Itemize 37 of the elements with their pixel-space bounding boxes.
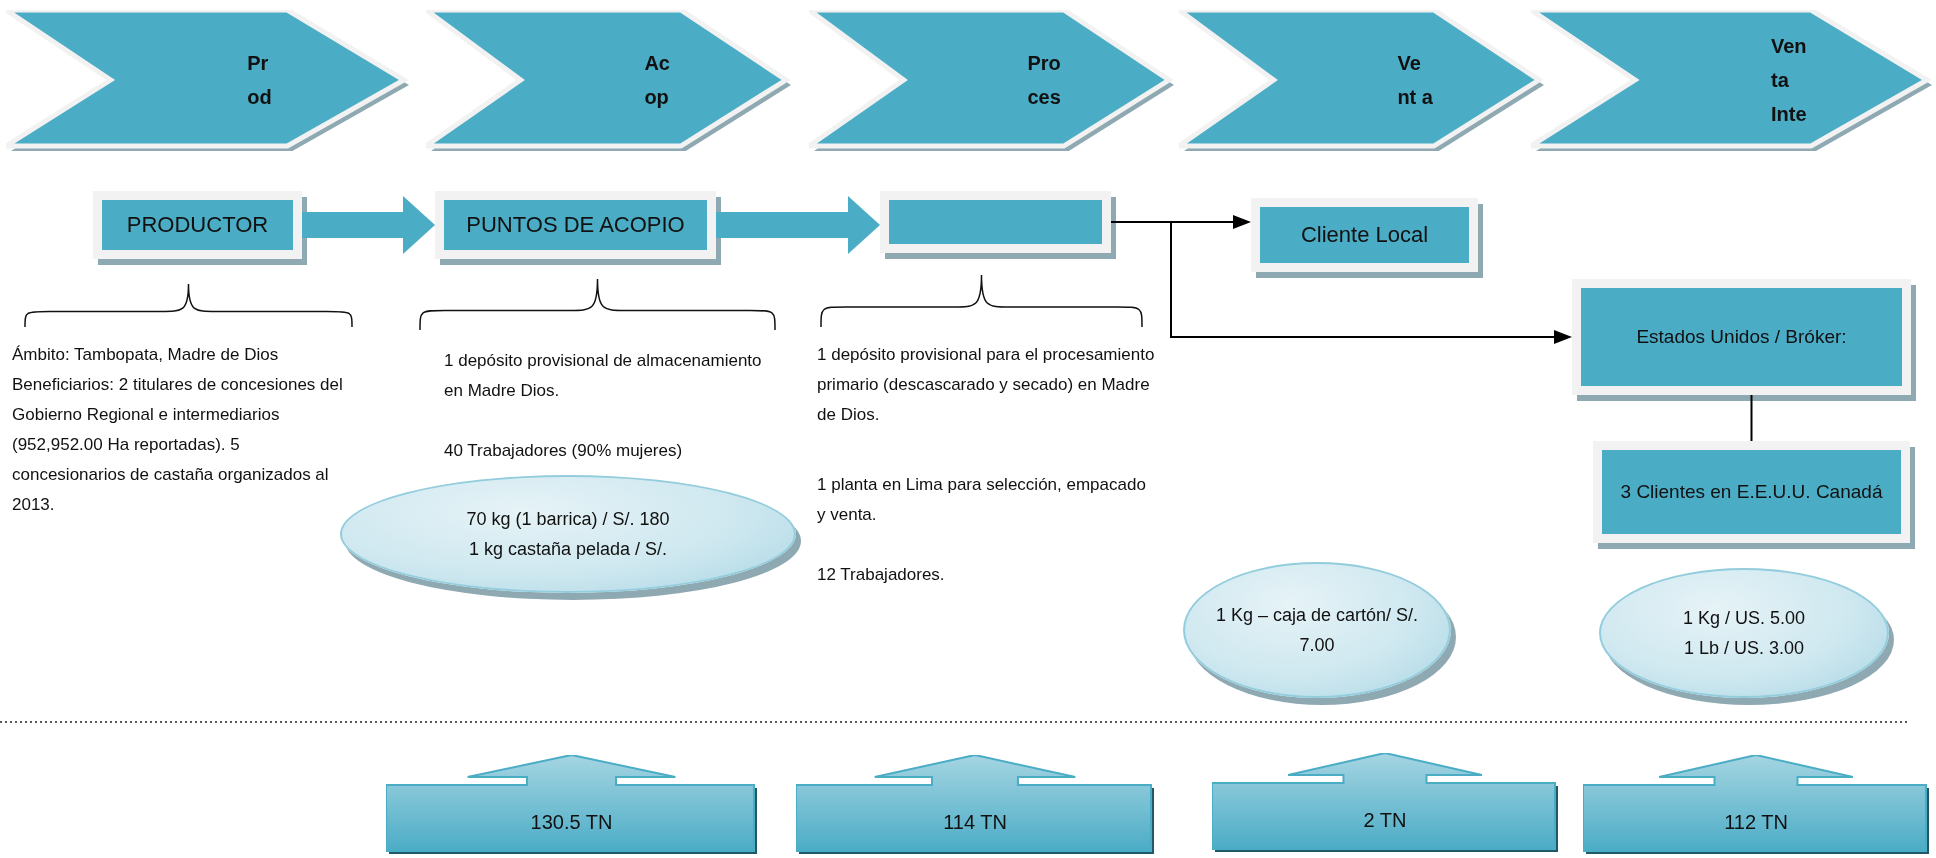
stage-label: Pro ces — [1027, 51, 1062, 110]
volume-arrow-box — [1583, 755, 1929, 854]
volume-label: 2 TN — [1362, 809, 1408, 832]
description-text: Beneficiarios: 2 titulares de concesiones del Gobierno Regional e intermediarios (952,952.00 Ha reportadas). 5 concesionarios de castaña organizados al 2013. — [12, 374, 344, 516]
block-arrow — [716, 196, 880, 254]
volume-arrow-box — [796, 755, 1154, 854]
description-text: Ámbito: Tambopata, Madre de Dios — [12, 344, 280, 366]
description-text: 12 Trabajadores. — [817, 564, 946, 586]
stage-label: Pr od — [247, 51, 273, 110]
price-label: 1 kg castaña pelada / S/. — [468, 538, 668, 561]
volume-arrow-box — [1212, 753, 1558, 852]
box-label: 3 Clientes en E.E.U.U. Canadá — [1620, 479, 1883, 504]
stage-banner — [809, 10, 1173, 150]
stage-banner — [1531, 10, 1931, 150]
volume-arrow-box — [386, 755, 757, 854]
stage-label: Ven ta Inte — [1771, 34, 1808, 127]
description-text: 40 Trabajadores (90% mujeres) — [444, 440, 684, 462]
box-label: PUNTOS DE ACOPIO — [466, 211, 685, 240]
description-text: 1 depósito provisional de almacenamiento en Madre Dios. — [444, 350, 763, 402]
description-text: 1 depósito provisional para el procesamiento primario (descascarado y secado) en Madre de Dios. — [817, 344, 1156, 426]
volume-label: 130.5 TN — [529, 811, 614, 834]
box-label: PRODUCTOR — [126, 211, 269, 240]
price-label: 1 Lb / US. 3.00 — [1683, 637, 1805, 660]
box-label: Cliente Local — [1300, 221, 1429, 250]
stage-label: Ac op — [644, 51, 671, 110]
stage-label: Ve nt a — [1397, 51, 1434, 110]
stage-banner — [1179, 10, 1543, 150]
volume-label: 114 TN — [942, 811, 1008, 834]
stage-banner — [6, 10, 408, 150]
box-label: Estados Unidos / Bróker: — [1636, 324, 1847, 349]
block-arrow — [302, 196, 435, 254]
stage-banner — [426, 10, 790, 150]
description-text: 1 planta en Lima para selección, empacado y venta. — [817, 474, 1147, 526]
price-label: 70 kg (1 barrica) / S/. 180 — [466, 508, 670, 531]
volume-label: 112 TN — [1723, 811, 1789, 834]
price-label: 1 Kg – caja de cartón/ S/. 7.00 — [1215, 604, 1419, 657]
price-label: 1 Kg / US. 5.00 — [1682, 607, 1806, 630]
